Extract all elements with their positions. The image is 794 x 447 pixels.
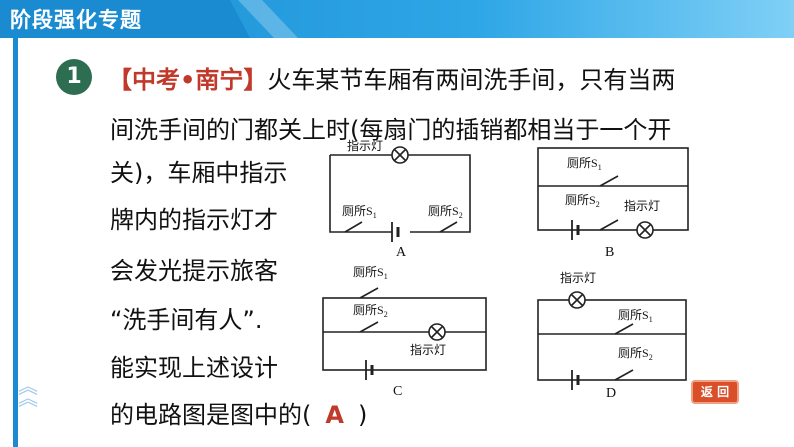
switch-icon	[614, 369, 634, 381]
circuit-c-s2-label: 厕所S2	[353, 303, 388, 319]
circuit-b-lamp-label: 指示灯	[624, 198, 660, 213]
question-line-2: 间洗手间的门都关上时(每扇门的插销都相当于一个开	[110, 116, 672, 144]
circuit-c-s1-label: 厕所S1	[353, 265, 388, 281]
circuit-c	[322, 287, 487, 380]
circuit-b	[537, 147, 689, 240]
switch-icon	[439, 221, 458, 233]
scroll-hint-icon: ︽︽	[18, 374, 38, 410]
circuit-a-lamp-label: 指示灯	[347, 138, 383, 153]
circuit-c-letter: C	[393, 384, 402, 399]
circuit-d-lamp-label: 指示灯	[560, 270, 596, 285]
circuit-a-s1-label: 厕所S1	[342, 204, 377, 220]
question-text-8: 的电路图是图中的(	[110, 401, 312, 429]
back-button[interactable]: 返 回	[691, 380, 739, 404]
answer-text: A	[325, 401, 344, 429]
circuit-a-s2-label: 厕所S2	[428, 204, 463, 220]
question-text-1: 火车某节车厢有两间洗手间，只有当两	[267, 66, 676, 94]
circuit-d-letter: D	[606, 386, 616, 401]
header-title: 阶段强化专题	[10, 8, 142, 32]
question-line-8: 的电路图是图中的( A)	[110, 395, 367, 430]
circuit-b-s2-label: 厕所S2	[565, 193, 600, 209]
circuit-a	[329, 146, 471, 242]
circuit-d-s1-label: 厕所S1	[618, 308, 653, 324]
switch-icon	[344, 221, 363, 233]
switch-icon	[359, 287, 379, 299]
question-line-6: “洗手间有人”.	[110, 306, 263, 334]
source-tag: 【中考•南宁】	[108, 66, 268, 94]
question-number-badge: 1	[56, 59, 92, 95]
left-accent-line	[13, 38, 18, 447]
circuit-a-letter: A	[396, 245, 407, 260]
question-line-3: 关)，车厢中指示	[110, 159, 288, 187]
switch-icon	[599, 175, 619, 187]
header-tab	[0, 0, 250, 38]
circuit-d	[537, 291, 687, 390]
question-line-7: 能实现上述设计	[110, 354, 278, 382]
header-bar: 阶段强化专题	[0, 0, 794, 38]
close-paren: )	[357, 401, 368, 429]
question-line-4: 牌内的指示灯才	[110, 206, 278, 234]
circuit-b-letter: B	[605, 245, 614, 260]
question-line-5: 会发光提示旅客	[110, 257, 278, 285]
question-line-1: 【中考•南宁】火车某节车厢有两间洗手间，只有当两	[108, 60, 675, 95]
switch-icon	[614, 323, 634, 335]
switch-icon	[359, 321, 379, 333]
circuit-c-lamp-label: 指示灯	[410, 342, 446, 357]
switch-icon	[599, 219, 619, 231]
circuit-b-s1-label: 厕所S1	[567, 156, 602, 172]
circuit-d-s2-label: 厕所S2	[618, 346, 653, 362]
